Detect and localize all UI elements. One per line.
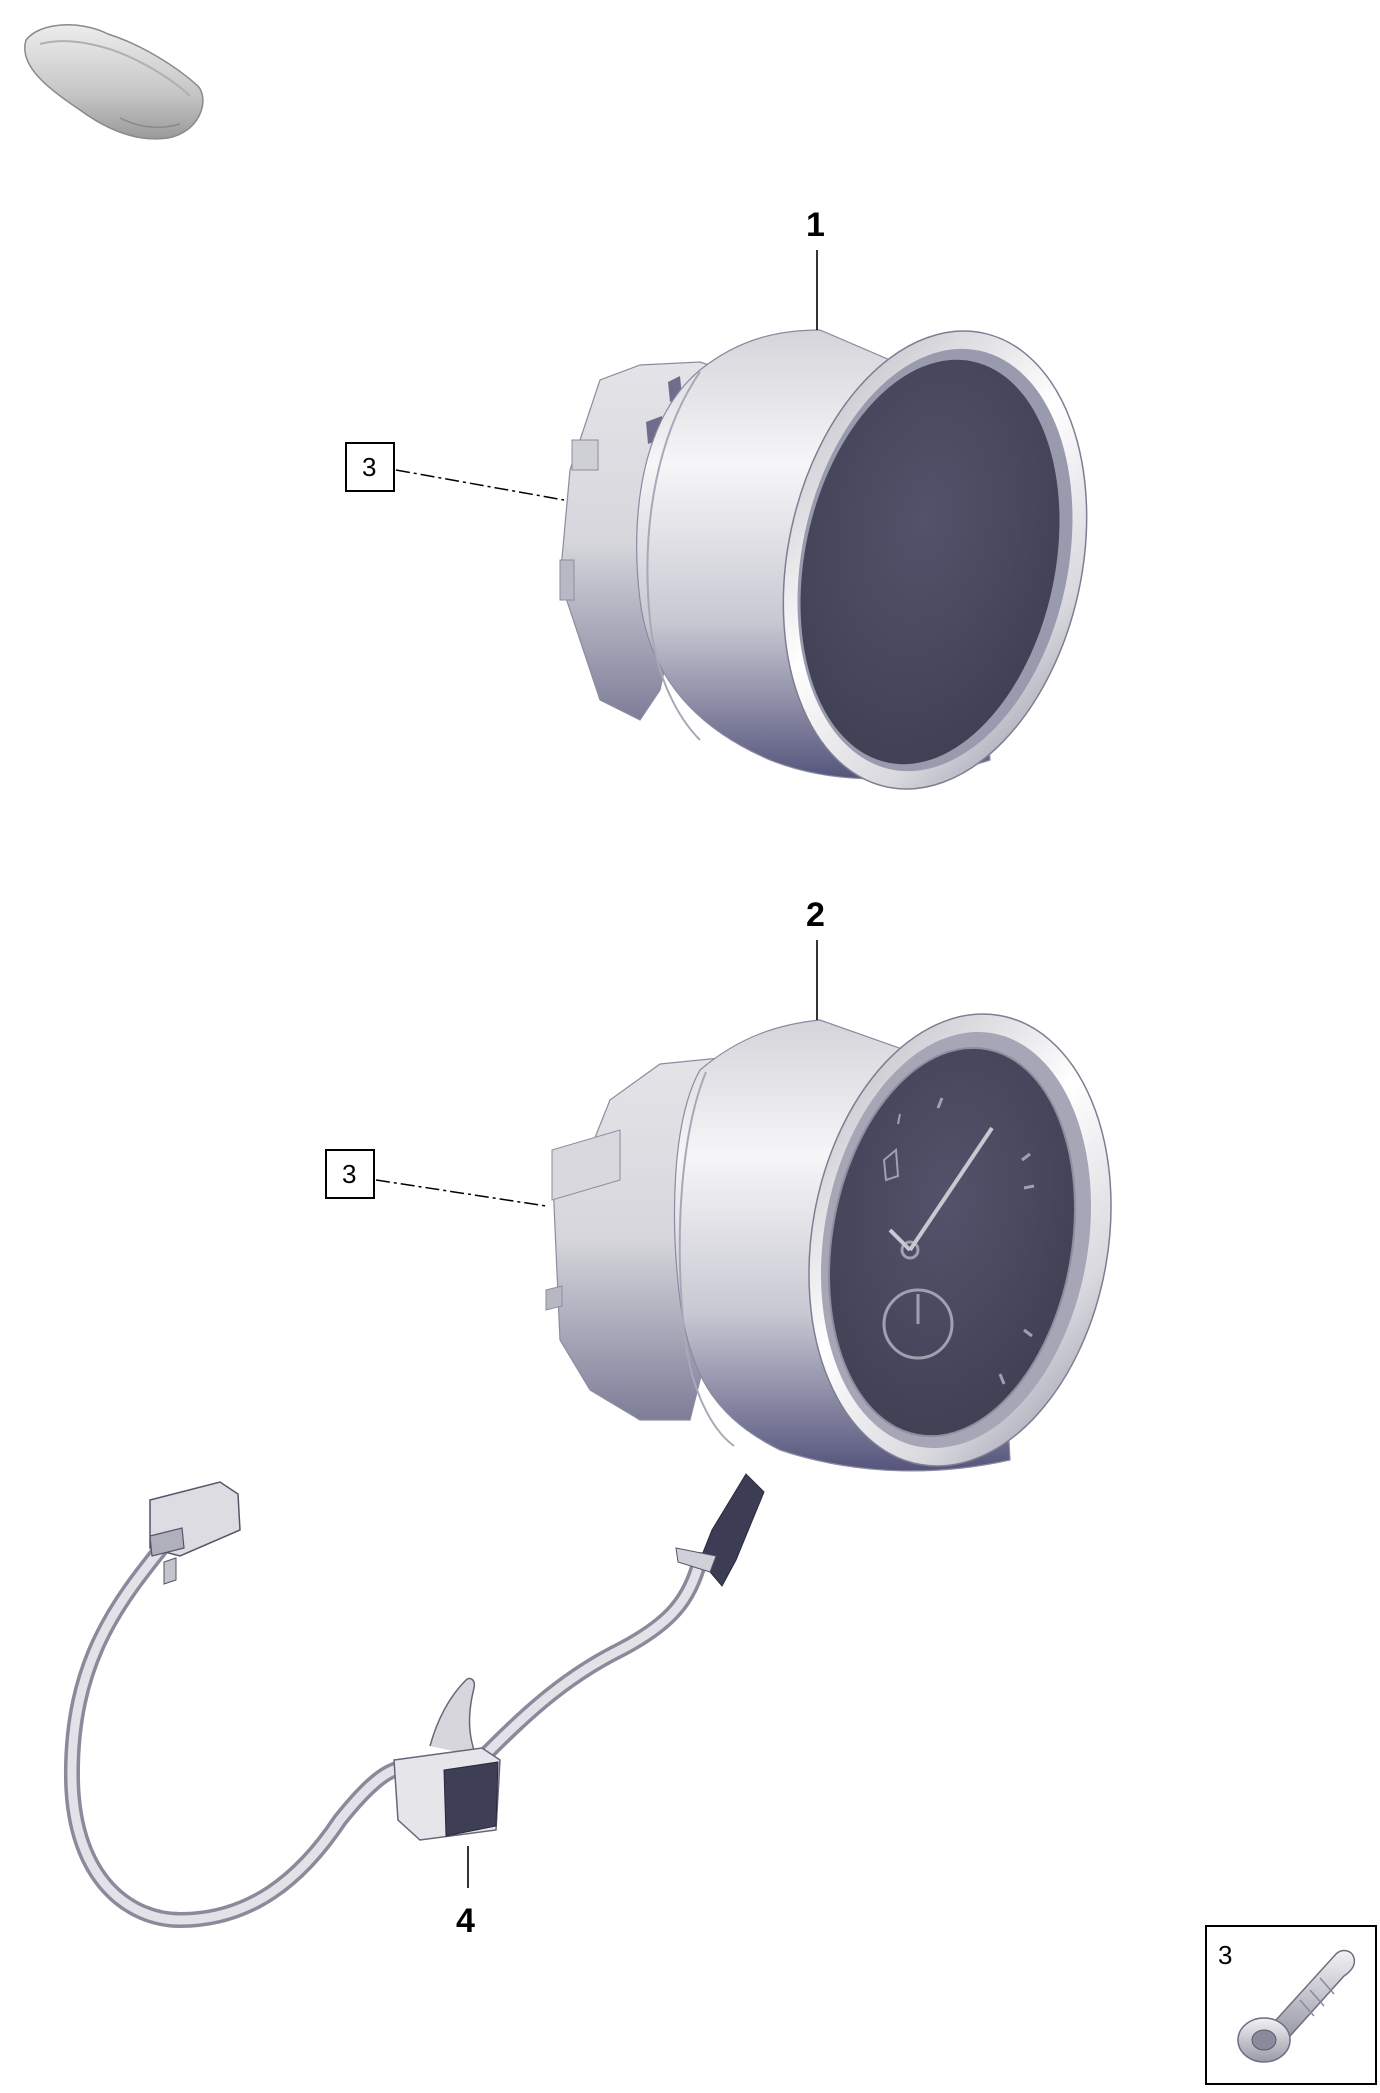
screw-icon	[1237, 1949, 1356, 2063]
callout-1: 1	[806, 206, 825, 244]
callout-3b: 3	[342, 1159, 356, 1189]
callout-box-3b	[325, 1149, 375, 1199]
callout-3a: 3	[362, 452, 376, 482]
leader-line-3b	[375, 1179, 547, 1207]
clock-part-2: 2 3	[325, 896, 1112, 1472]
instrument-housing-part-1: 1 3	[345, 206, 1088, 790]
legend-number: 3	[1218, 1940, 1232, 1970]
clock-dial	[882, 1097, 1035, 1385]
leader-line-3a	[395, 469, 565, 501]
callout-box-3a	[345, 442, 395, 492]
callout-2: 2	[806, 896, 825, 934]
wiring-harness-part-4: 4	[63, 1473, 765, 1940]
callout-4: 4	[456, 1902, 475, 1940]
screw-legend-box: 3	[1205, 1925, 1377, 2085]
car-silhouette-icon	[24, 24, 204, 140]
